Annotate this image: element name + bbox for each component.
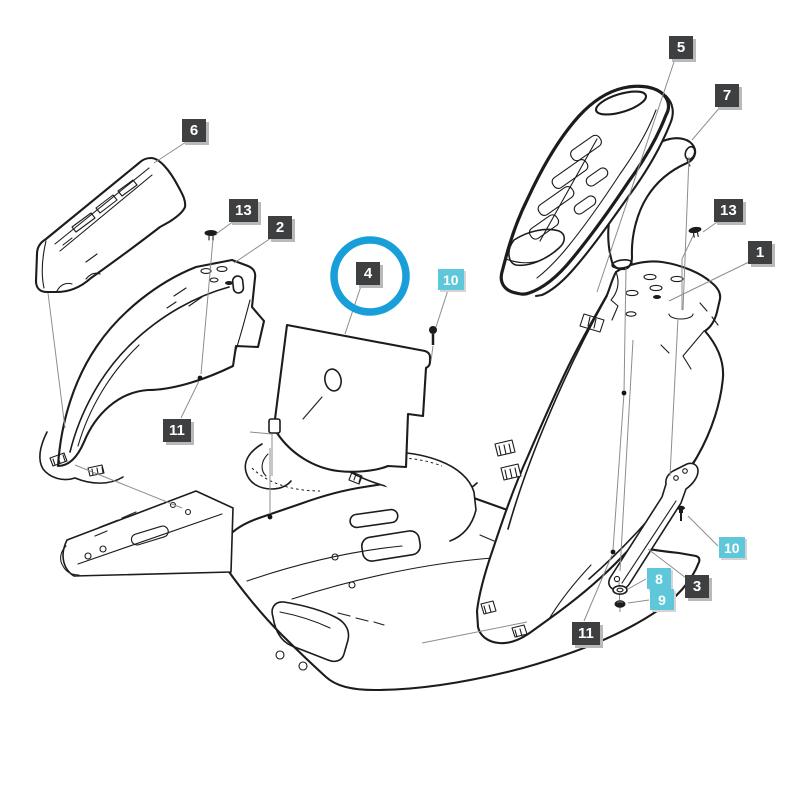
mount-point-dots	[197, 375, 627, 555]
part-label-3[interactable]: 3	[685, 575, 709, 598]
part-label-13[interactable]: 13	[229, 199, 258, 222]
part-label-2[interactable]: 2	[268, 216, 292, 239]
screw-13-right	[688, 226, 702, 238]
support-bracket-part-3	[608, 462, 699, 591]
leader-lines	[153, 58, 752, 622]
part-label-1[interactable]: 1	[748, 241, 772, 264]
bolt-10-top	[429, 326, 437, 345]
nut-9	[614, 600, 626, 608]
part-label-7[interactable]: 7	[715, 84, 739, 107]
part-label-4[interactable]: 4	[356, 262, 380, 285]
part-label-10[interactable]: 10	[438, 269, 464, 290]
screw-13-left	[204, 230, 218, 241]
part-label-6[interactable]: 6	[182, 119, 206, 142]
center-panel-part-4	[268, 323, 432, 473]
highlight-circle	[330, 236, 410, 316]
step-cover-part-5	[499, 84, 674, 298]
left-fender-part-2	[38, 258, 266, 484]
part-label-5[interactable]: 5	[669, 36, 693, 59]
part-label-9[interactable]: 9	[650, 589, 674, 610]
washer-8	[612, 584, 628, 595]
bolt-10-right	[677, 505, 685, 521]
part-label-8[interactable]: 8	[647, 568, 671, 589]
right-fender-part-1	[475, 260, 725, 645]
part-label-13[interactable]: 13	[714, 199, 743, 222]
console-cover-part-6	[34, 156, 187, 294]
part-label-10[interactable]: 10	[719, 537, 745, 558]
part-label-11[interactable]: 11	[163, 419, 191, 442]
part-label-11[interactable]: 11	[572, 622, 600, 645]
floor-panel-left	[60, 490, 234, 577]
